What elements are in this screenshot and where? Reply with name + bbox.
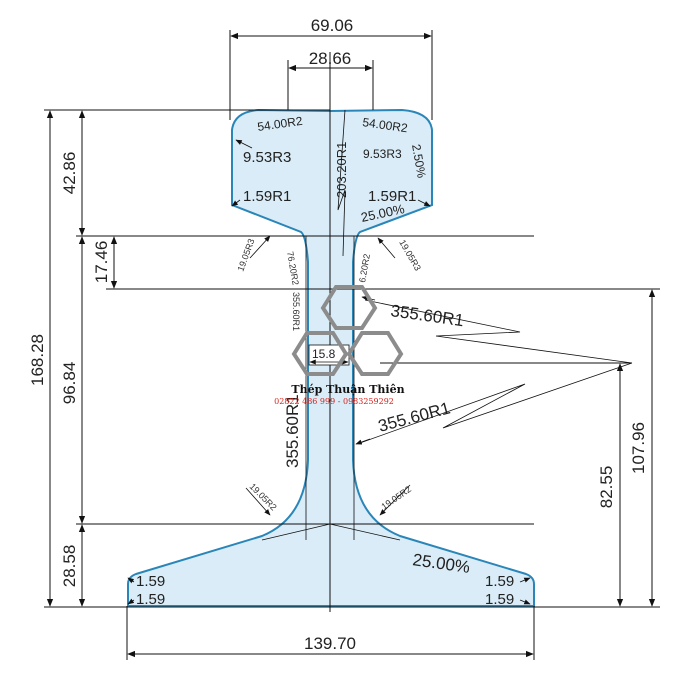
arrow-base-edge-left-top xyxy=(127,577,135,584)
arrow-base-edge-right-top xyxy=(519,577,531,583)
arrow-neck-right xyxy=(377,237,396,259)
arrow-head-bottom-left xyxy=(231,199,241,207)
label-base-edge-right-top: 1.59 xyxy=(485,573,514,590)
arrow-callout-lower xyxy=(355,438,371,445)
label-head-corner-right: 9.53R3 xyxy=(363,147,402,161)
base-slope-lines xyxy=(261,523,401,541)
arrow-base-edge-left-bottom xyxy=(127,598,135,605)
dim-base-height: 28.58 xyxy=(60,545,79,588)
dim-total-height: 168.28 xyxy=(28,334,47,386)
label-neck-left: 19.05R3 xyxy=(235,237,256,272)
dim-height-to-center: 82.55 xyxy=(597,466,616,509)
arrow-neck-left xyxy=(249,235,271,259)
dim-head-height: 42.86 xyxy=(60,152,79,195)
callout-lower-leader xyxy=(359,362,633,444)
label-web-upper-left: 76.20R2 xyxy=(285,251,301,286)
label-crown: 203.20R1 xyxy=(334,142,349,198)
dim-neck-height: 17.46 xyxy=(92,241,111,284)
logo-hex-right xyxy=(346,331,404,376)
watermark-company: Thép Thuận Thiên xyxy=(291,383,404,396)
label-head-slope: 2.50% xyxy=(409,143,429,179)
label-neck-right: 19.05R3 xyxy=(397,238,423,272)
arrow-fillet-left xyxy=(245,487,271,516)
crown-zigzag xyxy=(337,109,346,257)
label-head-bottom-right: 1.59R1 xyxy=(368,188,416,205)
label-head-top-right: 54.00R2 xyxy=(362,115,409,135)
arrow-head-bottom-right xyxy=(417,199,431,207)
logo-hexagons xyxy=(291,285,404,376)
dim-web-height: 96.84 xyxy=(60,362,79,405)
label-base-edge-left-top: 1.59 xyxy=(136,573,165,590)
arrow-base-edge-right-bottom xyxy=(519,599,531,605)
dim-height-to-neck: 107.96 xyxy=(629,422,648,474)
dim-top-width: 69.06 xyxy=(311,16,354,35)
label-base-edge-right-bottom: 1.59 xyxy=(485,591,514,608)
logo-hex-top xyxy=(320,285,378,330)
arrow-head-corner-left xyxy=(235,139,253,149)
watermark-phones: 02822 486 999 - 0983259292 xyxy=(274,397,394,406)
label-head-top-left: 54.00R2 xyxy=(256,114,303,134)
callout-upper-leader xyxy=(364,299,633,364)
dim-inner-top-width: 28.66 xyxy=(309,49,352,68)
dim-web-thickness: 15.8 xyxy=(312,347,336,361)
label-web-left-inner: 355.60R1 xyxy=(291,292,301,331)
label-fillet-right: 19.05R2 xyxy=(379,484,413,512)
label-head-corner-left: 9.53R3 xyxy=(243,149,291,166)
logo-hex-left xyxy=(291,331,349,376)
label-web-callout-upper: 355.60R1 xyxy=(389,301,465,330)
label-head-bottom-left: 1.59R1 xyxy=(243,188,291,205)
label-web-left: 355.60R1 xyxy=(283,394,302,468)
arrow-fillet-right xyxy=(379,484,411,516)
dim-base-width: 139.70 xyxy=(304,634,356,653)
label-base-edge-left-bottom: 1.59 xyxy=(136,591,165,608)
label-web-upper-right: 6.20R2 xyxy=(357,253,372,283)
